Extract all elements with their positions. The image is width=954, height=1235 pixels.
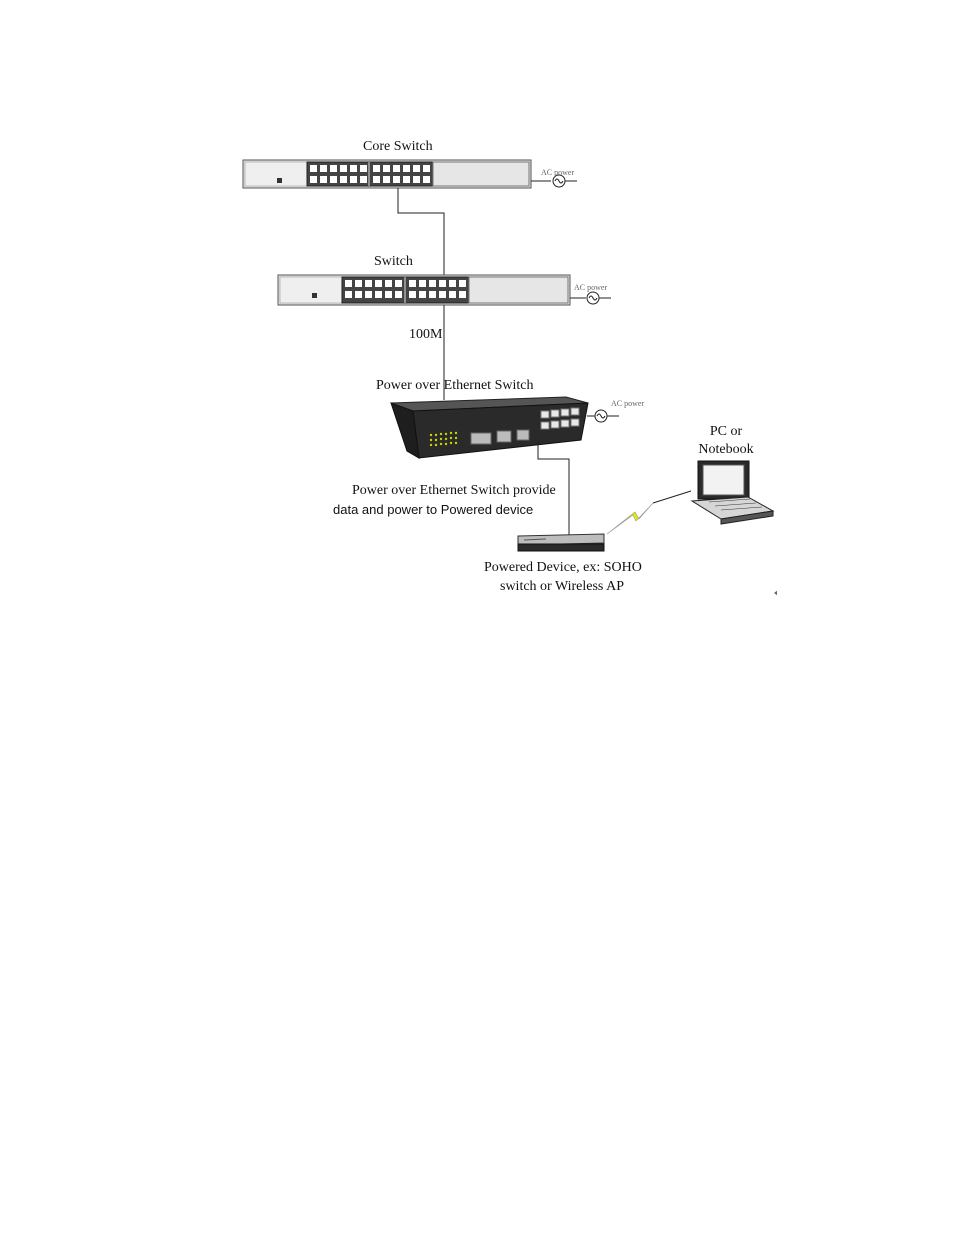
- switch-ac-power-icon: [570, 291, 611, 305]
- poe-ac-power-icon: [587, 409, 619, 423]
- poe-switch-device: [390, 396, 589, 459]
- core-switch-power-label: AC power: [541, 168, 575, 177]
- core-to-switch-cable: [397, 188, 445, 275]
- wireless-bolt-icon: [606, 502, 654, 535]
- network-diagram: Core Switch AC power Switch AC power 100…: [221, 135, 777, 597]
- core-switch-label: Core Switch: [363, 139, 433, 154]
- poe-switch-label: Power over Ethernet Switch: [376, 378, 534, 393]
- poe-led-array: [429, 431, 458, 447]
- switch-label: Switch: [374, 254, 413, 269]
- poe-to-device-cable: [537, 441, 570, 535]
- powered-device-label-line1: Powered Device, ex: SOHO: [484, 560, 642, 575]
- switch-device: [277, 274, 571, 306]
- poe-note-line1: Power over Ethernet Switch provide: [352, 483, 556, 498]
- pc-label-line2: Notebook: [698, 442, 754, 457]
- core-switch-ac-power-icon: [531, 174, 577, 188]
- switch-power-label: AC power: [574, 283, 608, 292]
- core-switch-device: [242, 159, 532, 189]
- switch-ports: [345, 280, 466, 298]
- pc-label-line1: PC or: [709, 424, 743, 439]
- poe-note-line2: data and power to Powered device: [333, 502, 534, 517]
- uplink-speed-label: 100M: [409, 327, 443, 342]
- core-switch-ports: [310, 165, 430, 183]
- notebook-device: [690, 460, 775, 525]
- diagram-graphic: [242, 159, 777, 596]
- powered-device: [517, 533, 605, 552]
- poe-ports: [540, 407, 580, 430]
- powered-device-label-line2: switch or Wireless AP: [500, 579, 625, 594]
- poe-switch-power-label: AC power: [611, 399, 645, 408]
